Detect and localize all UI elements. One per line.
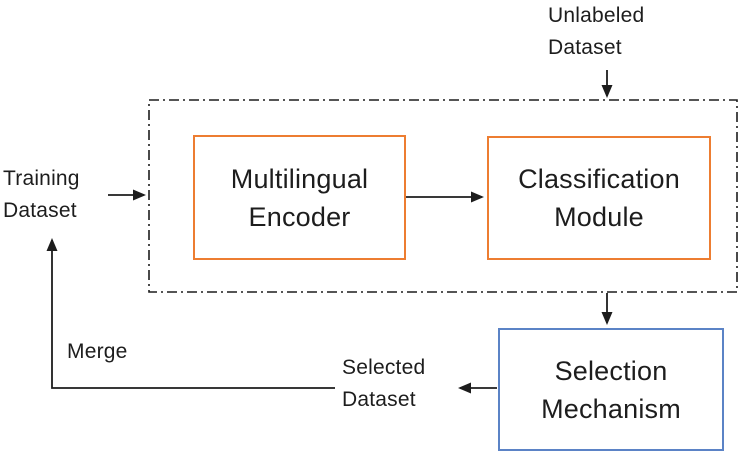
selected-dataset-label-line1: Selected — [342, 356, 426, 379]
training-dataset-label-line2: Dataset — [3, 199, 77, 222]
unlabeled-dataset-label-line1: Unlabeled — [548, 4, 645, 27]
classification-module-label-line1: Classification — [518, 164, 680, 194]
unlabeled-dataset-label-line2: Dataset — [548, 36, 622, 59]
selected-dataset-label-line2: Dataset — [342, 388, 416, 411]
dash-dot-container — [148, 99, 738, 293]
selection-mechanism-box: Selection Mechanism — [498, 328, 724, 451]
training-dataset-label-line1: Training — [3, 167, 80, 190]
selected-dataset-label: Selected Dataset — [342, 352, 425, 416]
unlabeled-dataset-label: Unlabeled Dataset — [548, 0, 644, 64]
classification-module-box: Classification Module — [487, 136, 711, 260]
multilingual-encoder-label-line2: Encoder — [248, 201, 351, 232]
classification-module-label-line2: Module — [554, 202, 644, 232]
training-dataset-label: Training Dataset — [3, 163, 80, 227]
selection-mechanism-label-line2: Mechanism — [541, 393, 681, 424]
multilingual-encoder-label-line1: Multilingual — [230, 163, 369, 194]
selection-mechanism-label-line1: Selection — [554, 355, 668, 386]
multilingual-encoder-box: Multilingual Encoder — [193, 135, 406, 260]
merge-label: Merge — [67, 336, 128, 368]
merge-feedback-arrow — [46, 238, 335, 389]
merge-label-text: Merge — [67, 340, 128, 363]
